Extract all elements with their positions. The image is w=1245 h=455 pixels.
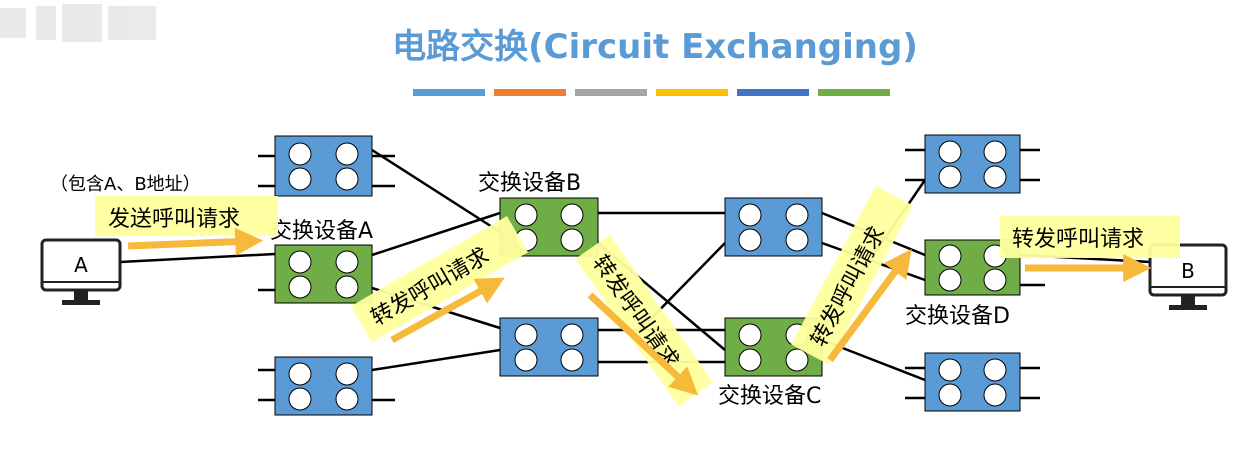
switch-port — [560, 348, 584, 372]
switch-port — [785, 228, 809, 252]
callout-forward-ab-arrow — [390, 277, 505, 344]
host-a-label: A — [74, 253, 88, 277]
switch-a-label: 交换设备A — [270, 219, 373, 244]
host-b-label: B — [1181, 259, 1195, 283]
switch-bottom-left — [274, 356, 373, 416]
color-bar-segment — [737, 89, 809, 96]
switch-port — [785, 348, 809, 372]
switch-port — [335, 142, 359, 166]
switch-port — [738, 228, 762, 252]
host-a-computer-icon: A — [40, 238, 122, 305]
switch-top-left — [274, 135, 373, 197]
switch-bottom-right — [924, 352, 1021, 412]
switch-port — [983, 268, 1007, 292]
switch-port — [560, 323, 584, 347]
switch-upper-middle — [724, 197, 823, 257]
switch-port — [938, 165, 962, 189]
switch-d-label: 交换设备D — [905, 304, 1010, 329]
switch-c-label: 交换设备C — [718, 384, 821, 409]
watermark-logo-icon — [0, 4, 156, 42]
switch-port — [288, 387, 312, 411]
title-color-bar — [413, 89, 890, 96]
callout-send-arrow — [127, 227, 264, 256]
switch-a — [274, 244, 373, 304]
switch-middle-bottom — [499, 317, 599, 377]
switch-port — [514, 323, 538, 347]
address-note: （包含A、B地址） — [50, 174, 201, 195]
switch-port — [335, 275, 359, 299]
callout-forward-bc-arrow — [587, 292, 699, 396]
switch-port — [738, 348, 762, 372]
switch-port — [738, 203, 762, 227]
switch-port — [288, 275, 312, 299]
switch-port — [938, 383, 962, 407]
switch-port — [938, 268, 962, 292]
switch-port — [938, 140, 962, 164]
color-bar-segment — [656, 89, 728, 96]
switch-port — [938, 358, 962, 382]
color-bar-segment — [818, 89, 890, 96]
callout-forward-cd-arrow — [827, 248, 912, 363]
switch-port — [560, 228, 584, 252]
switch-port — [785, 203, 809, 227]
switch-port — [288, 142, 312, 166]
color-bar-segment — [575, 89, 647, 96]
callout-send: 发送呼叫请求 — [95, 196, 278, 256]
callout-forward-bc-label: 转发呼叫请求 — [587, 251, 683, 373]
switch-port — [288, 362, 312, 386]
callout-forward-db: 转发呼叫请求 — [1000, 216, 1180, 282]
switch-b — [499, 197, 599, 257]
callout-send-label: 发送呼叫请求 — [108, 207, 240, 232]
switch-port — [983, 383, 1007, 407]
switch-port — [983, 140, 1007, 164]
switch-port — [514, 203, 538, 227]
callout-forward-db-label: 转发呼叫请求 — [1012, 227, 1144, 252]
switch-port — [335, 250, 359, 274]
switch-port — [288, 167, 312, 191]
switch-port — [288, 250, 312, 274]
switch-port — [738, 323, 762, 347]
switch-port — [938, 244, 962, 268]
switch-port — [983, 165, 1007, 189]
switch-b-label: 交换设备B — [478, 171, 581, 196]
switch-port — [983, 358, 1007, 382]
switch-port — [560, 203, 584, 227]
switch-port — [335, 362, 359, 386]
switch-port — [514, 348, 538, 372]
page-title: 电路交换(Circuit Exchanging) — [392, 27, 918, 67]
color-bar-segment — [494, 89, 566, 96]
color-bar-segment — [413, 89, 485, 96]
switch-top-right — [924, 134, 1021, 194]
switch-port — [335, 167, 359, 191]
switch-port — [335, 387, 359, 411]
